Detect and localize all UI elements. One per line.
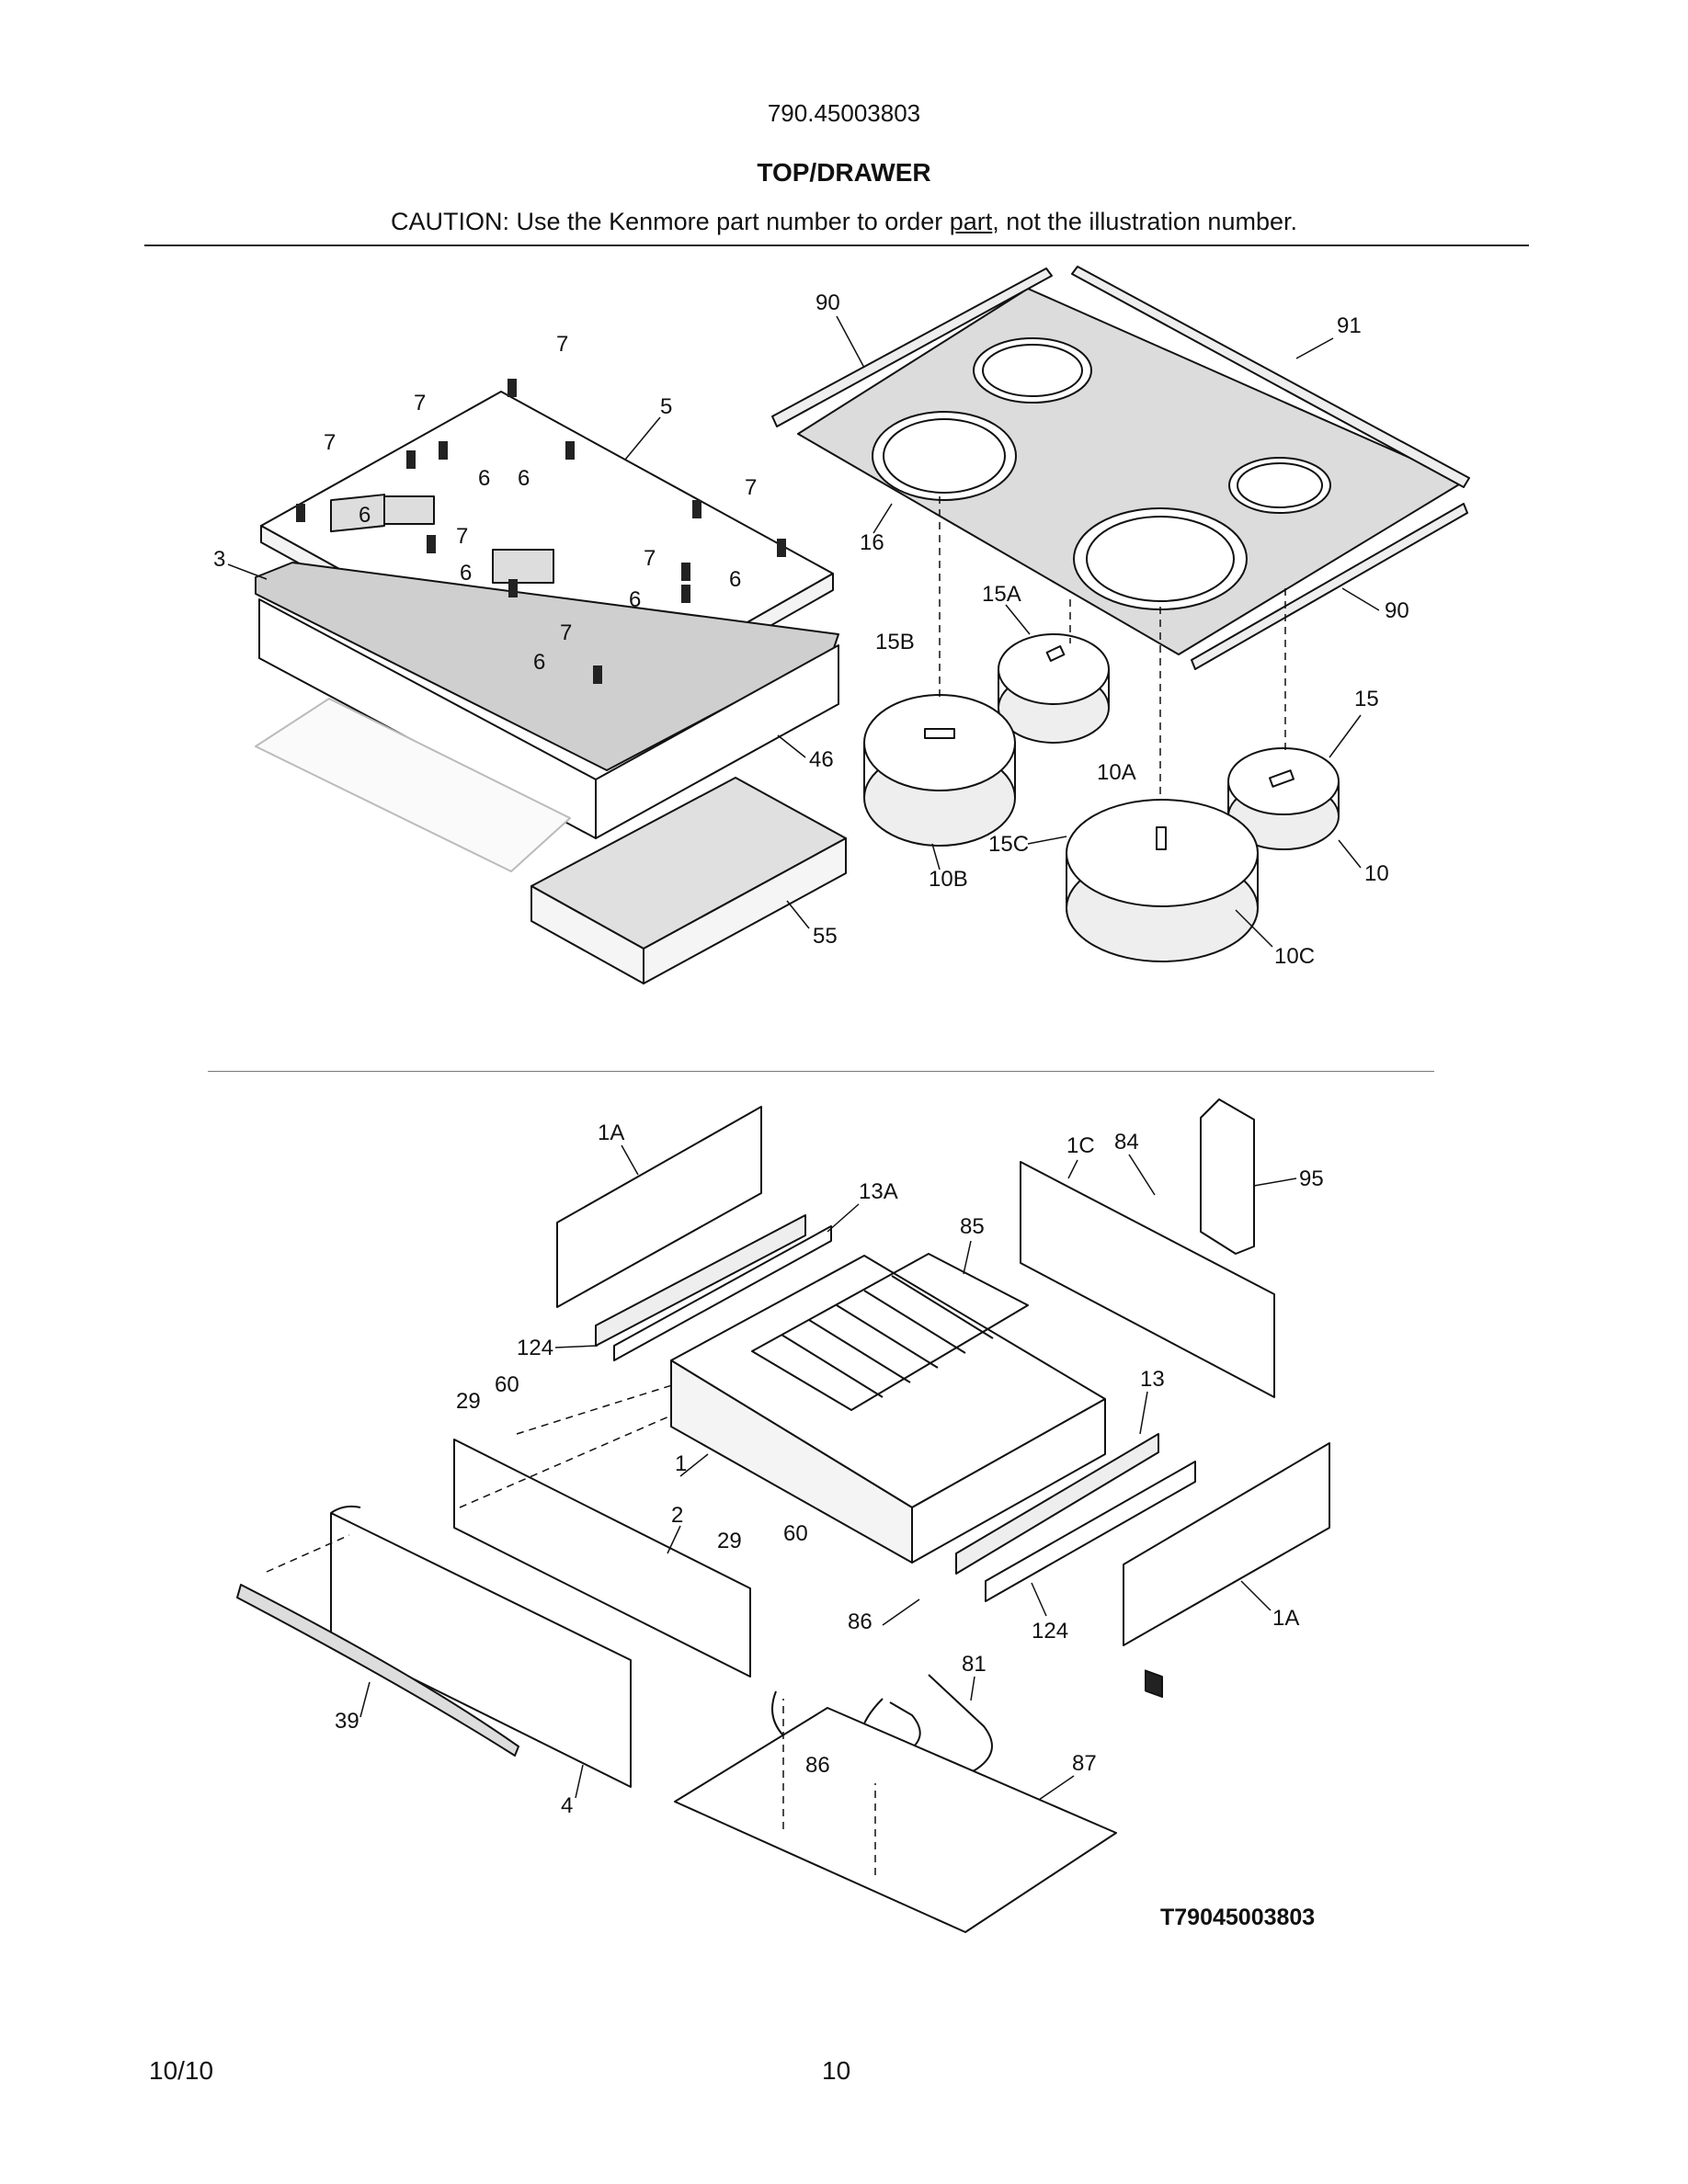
- callout: 60: [783, 1521, 808, 1546]
- callout: 29: [456, 1389, 481, 1414]
- callout: 6: [729, 567, 741, 592]
- callout: 6: [478, 466, 490, 491]
- section-divider: [208, 1071, 1434, 1072]
- callout: 10B: [929, 867, 968, 892]
- glass-cooktop: [797, 288, 1465, 655]
- drawer-slide-13A: [595, 1214, 806, 1347]
- callout: 39: [335, 1709, 359, 1734]
- callout: 10A: [1097, 760, 1136, 785]
- callout: 7: [745, 475, 757, 500]
- alignment-lines: [939, 496, 1286, 800]
- callout: 1A: [598, 1120, 624, 1145]
- screws-7: [296, 379, 786, 684]
- callout: 91: [1337, 313, 1362, 338]
- callout: 86: [805, 1753, 830, 1778]
- section-title: TOP/DRAWER: [757, 158, 931, 187]
- drawer-front-4: [330, 1505, 632, 1788]
- side-panel-1A-right: [1123, 1442, 1330, 1646]
- callout: 15B: [875, 630, 915, 654]
- element-15A: [998, 633, 1110, 744]
- caution-suffix: , not the illustration number.: [992, 208, 1297, 235]
- header-divider: [144, 245, 1529, 246]
- callout: 6: [518, 466, 530, 491]
- callout: 60: [495, 1372, 519, 1397]
- callout: 1C: [1066, 1133, 1095, 1158]
- bottom-pan-87: [674, 1707, 1117, 1933]
- drawer-body-1: [670, 1255, 1106, 1564]
- trim-strip-front: [1191, 503, 1468, 670]
- callout: 6: [533, 650, 545, 675]
- drawer-inner-panel-2: [453, 1439, 751, 1678]
- drawer-callouts: 1A 13A 1C 84 95 85 124 29 60 13 1 2 29 6…: [335, 1120, 1324, 1818]
- callout: 90: [815, 290, 840, 315]
- callout: 16: [860, 530, 884, 555]
- callout: 7: [556, 332, 568, 357]
- rear-panel-1C: [1020, 1161, 1275, 1398]
- callout: 124: [517, 1336, 553, 1360]
- callout: 55: [813, 924, 838, 949]
- callout: 4: [561, 1793, 573, 1818]
- model-number: 790.45003803: [767, 99, 921, 127]
- drawer-slide-124-right: [985, 1461, 1196, 1602]
- top-callouts: 90 91 7 7 7 5 6 6 6 7 3 6 7 7 6 6 7 6 16…: [213, 290, 1409, 969]
- caution-note: CAUTION: Use the Kenmore part number to …: [0, 208, 1688, 236]
- callout: 7: [414, 391, 426, 415]
- callout: 10C: [1274, 944, 1315, 969]
- side-panel-1A-left: [556, 1106, 762, 1308]
- trim-strip-side: [1071, 266, 1470, 488]
- element-15: [1227, 747, 1340, 850]
- footer-date: 10/10: [149, 2056, 214, 2085]
- callout: 10: [1364, 861, 1389, 886]
- leader-lines: [227, 315, 1380, 1801]
- callout: 85: [960, 1214, 985, 1239]
- callout: 6: [629, 587, 641, 612]
- callout: 7: [560, 620, 572, 645]
- callout: 13: [1140, 1367, 1165, 1392]
- callout: 13A: [859, 1179, 898, 1204]
- callout: 29: [717, 1529, 742, 1553]
- drawer-rack-85: [751, 1253, 1029, 1411]
- insulation-55: [530, 777, 847, 984]
- callout: 124: [1032, 1619, 1068, 1644]
- callout: 15A: [982, 582, 1021, 607]
- caution-link[interactable]: part: [949, 208, 993, 235]
- callout: 1: [675, 1451, 687, 1476]
- control-board: [255, 698, 571, 872]
- caution-prefix: CAUTION: Use the Kenmore part number to …: [391, 208, 950, 235]
- callout: 7: [456, 524, 468, 549]
- callout: 7: [644, 546, 656, 571]
- drawer-handle-39: [236, 1584, 519, 1757]
- callout: 6: [460, 561, 472, 586]
- callout: 81: [962, 1652, 987, 1677]
- callout: 6: [359, 503, 371, 528]
- drawer-alignment-lines: [266, 1383, 876, 1875]
- callout: 3: [213, 547, 225, 572]
- drawing-code: T79045003803: [1160, 1905, 1315, 1930]
- callout: 87: [1072, 1751, 1097, 1776]
- drawer-slide-13: [955, 1433, 1159, 1575]
- page-number: 10: [822, 2056, 851, 2085]
- cooktop-box-3: [258, 598, 839, 839]
- callout: 95: [1299, 1166, 1324, 1191]
- callout: 15: [1354, 687, 1379, 711]
- element-15C: [1066, 799, 1259, 962]
- callout: 5: [660, 394, 672, 419]
- callout: 1A: [1272, 1606, 1299, 1631]
- callout: 15C: [988, 832, 1029, 857]
- callout: 90: [1385, 598, 1409, 623]
- callout: 86: [848, 1610, 873, 1634]
- callout: 46: [809, 747, 834, 772]
- callout: 84: [1114, 1130, 1139, 1155]
- drawer-slide-124-left: [613, 1225, 832, 1361]
- bracket-95: [1200, 1098, 1255, 1255]
- trim-strip-rear: [771, 267, 1053, 427]
- callout: 7: [324, 430, 336, 455]
- element-15B: [863, 694, 1016, 847]
- callout: 2: [671, 1503, 683, 1528]
